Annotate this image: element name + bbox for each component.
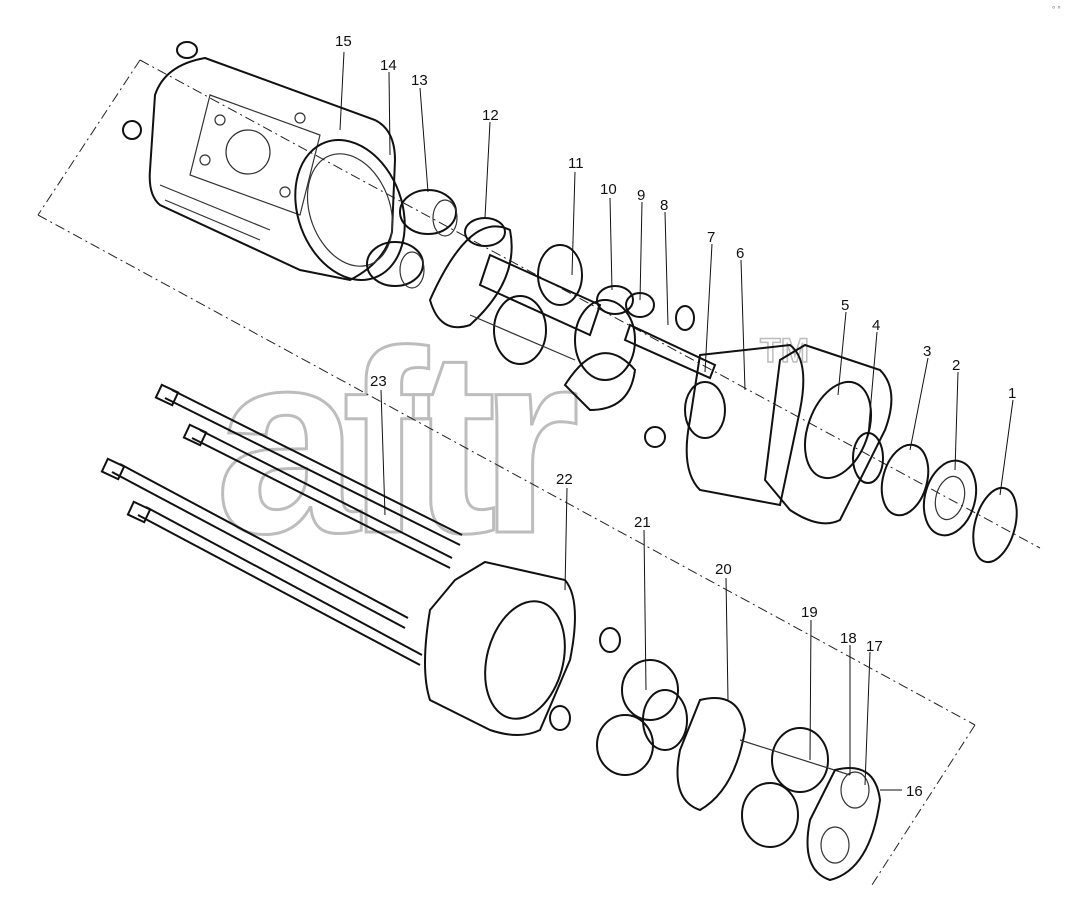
assembly-axis-lines — [37, 59, 1041, 889]
callout-11: 11 — [568, 155, 584, 172]
callout-12: 12 — [482, 107, 499, 124]
callout-18: 18 — [840, 630, 857, 647]
callout-19: 19 — [801, 604, 818, 621]
callout-9: 9 — [637, 187, 645, 204]
part-3-washer — [880, 443, 930, 517]
callout-2: 2 — [952, 357, 960, 374]
callout-13: 13 — [411, 72, 428, 89]
part-19-gears — [739, 727, 851, 848]
callout-17: 17 — [866, 638, 883, 655]
part-6-front-cover — [644, 343, 805, 507]
callout-15: 15 — [335, 33, 352, 50]
part-14-seal — [294, 139, 406, 281]
callout-22: 22 — [556, 471, 573, 488]
part-12-wear-plate — [428, 225, 513, 329]
callout-21: 21 — [634, 514, 651, 531]
part-22-rear-cover — [424, 560, 621, 736]
part-2-bearing — [922, 459, 978, 537]
callout-1: 1 — [1008, 385, 1016, 402]
callout-14: 14 — [380, 57, 397, 74]
part-5-flange — [763, 343, 893, 525]
part-13-bearings — [366, 189, 458, 289]
part-20-seal-plate — [676, 697, 747, 812]
part-23-bolts — [100, 383, 463, 666]
part-1-snap-ring — [972, 486, 1018, 564]
corner-mark: ° ° — [1052, 5, 1061, 14]
callout-23: 23 — [370, 373, 387, 390]
callout-4: 4 — [872, 317, 880, 334]
callout-8: 8 — [660, 197, 668, 214]
callout-10: 10 — [600, 181, 617, 198]
callout-7: 7 — [707, 229, 715, 246]
part-15-housing — [122, 41, 397, 282]
callout-20: 20 — [715, 561, 732, 578]
callout-6: 6 — [736, 245, 744, 262]
callout-5: 5 — [841, 297, 849, 314]
part-8-shaft — [623, 323, 717, 380]
part-21-bushings — [596, 659, 688, 776]
leader-lines — [339, 51, 1014, 791]
callout-16: 16 — [906, 783, 923, 800]
callout-3: 3 — [923, 343, 931, 360]
part-11-gears — [469, 244, 602, 365]
callout-labels: 1 2 3 4 5 6 7 8 9 10 11 12 13 14 15 16 1… — [335, 33, 1016, 800]
part-16-17-18-end-plate — [806, 767, 882, 882]
